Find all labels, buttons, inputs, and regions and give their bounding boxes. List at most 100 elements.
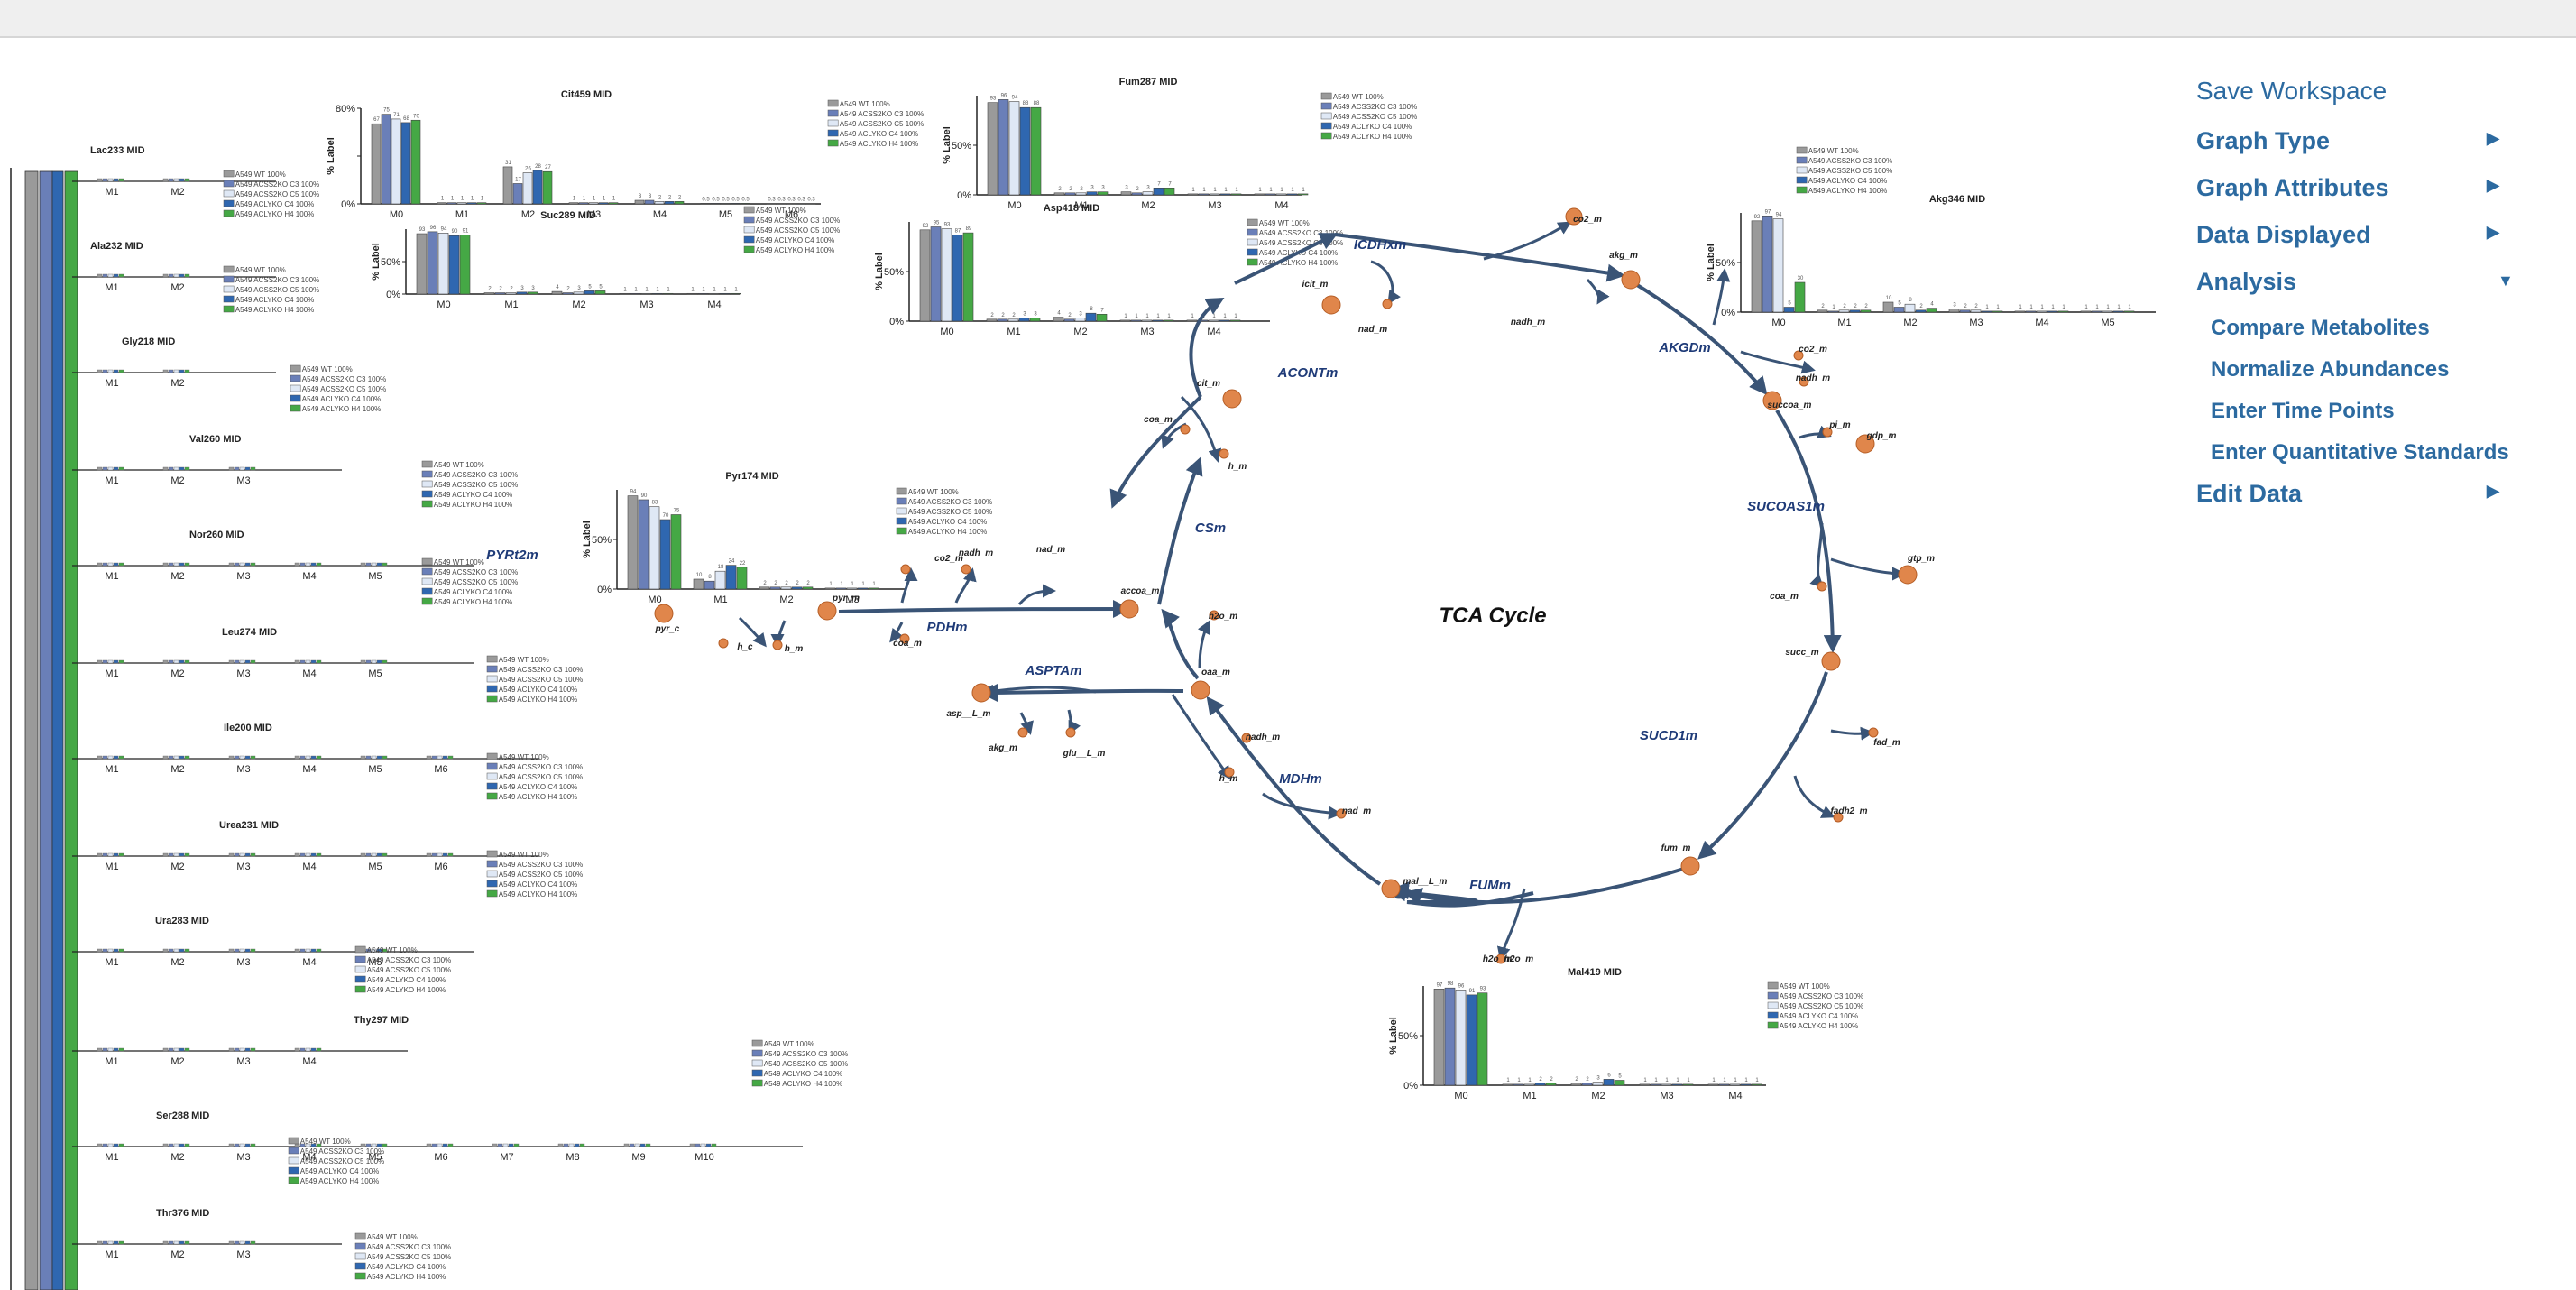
legend-swatch	[896, 497, 907, 505]
metabolite-node	[1180, 424, 1191, 435]
bar	[857, 587, 869, 590]
left-bar	[107, 1047, 114, 1052]
legend-swatch	[354, 965, 366, 973]
left-x-tick-label: M6	[434, 764, 447, 775]
bar	[584, 290, 595, 295]
graph-attributes-item[interactable]: Graph Attributes ▶	[2196, 174, 2499, 202]
bar-value-label: 1	[851, 582, 854, 587]
bar-value-label: 1	[2117, 305, 2121, 310]
bar-value-label: 1	[1191, 188, 1195, 193]
normalize-abundances-item[interactable]: Normalize Abundances	[2211, 357, 2450, 382]
bar	[446, 202, 457, 205]
bar-value-label: 27	[545, 165, 551, 170]
analysis-item[interactable]: Analysis ▼	[2196, 268, 2514, 296]
legend-swatch	[1767, 991, 1779, 1000]
left-bar	[305, 562, 311, 567]
left-bar	[294, 755, 300, 760]
left-chart-title: Thr376 MID	[156, 1208, 209, 1219]
left-bar	[563, 1143, 569, 1147]
legend-swatch	[288, 1137, 299, 1145]
left-bar	[102, 659, 108, 664]
metabolite-node	[1017, 727, 1028, 738]
y-tick-label: 0%	[341, 199, 355, 210]
bar-value-label: 5	[588, 284, 592, 290]
bar	[1794, 281, 1806, 313]
left-bar	[228, 1143, 235, 1147]
x-tick-label: M5	[719, 209, 732, 220]
edit-data-item[interactable]: Edit Data ▶	[2196, 480, 2499, 508]
bar-value-label: 1	[734, 287, 738, 292]
side-branch	[1197, 620, 1210, 668]
graph-type-label: Graph Type	[2196, 127, 2331, 154]
bar	[1198, 193, 1210, 196]
bar-value-label: 1	[2019, 305, 2022, 310]
legend-entry: A549 ACLYKO C4 100%	[908, 518, 987, 526]
bar-value-label: 1	[1213, 188, 1217, 193]
legend-swatch	[288, 1156, 299, 1165]
bar-value-label: 96	[1458, 983, 1465, 989]
left-bar	[113, 178, 119, 182]
bar	[2036, 310, 2047, 313]
save-workspace-item[interactable]: Save Workspace	[2196, 77, 2387, 105]
data-displayed-item[interactable]: Data Displayed ▶	[2196, 221, 2499, 249]
left-bar	[107, 369, 114, 373]
compare-metabolites-item[interactable]: Compare Metabolites	[2211, 316, 2430, 340]
left-bar	[382, 755, 388, 760]
context-menu: Save Workspace Graph Type ▶ Graph Attrib…	[2167, 51, 2525, 521]
bar	[578, 202, 589, 205]
bar-value-label: 1	[593, 197, 596, 202]
left-bar	[244, 659, 251, 664]
x-tick-label: M2	[1073, 327, 1087, 337]
legend-entry: A549 ACSS2KO C5 100%	[434, 481, 518, 489]
left-x-tick-label: M4	[302, 1056, 316, 1067]
legend-entry: A549 ACLYKO H4 100%	[367, 986, 446, 994]
left-x-tick-label: M1	[105, 378, 118, 389]
left-bar	[168, 1143, 174, 1147]
bar	[588, 202, 599, 205]
legend-swatch	[896, 507, 907, 515]
bar-value-label: 75	[383, 108, 390, 114]
bar	[1502, 1083, 1513, 1086]
left-x-tick-label: M2	[170, 764, 184, 775]
bar-value-label: 90	[641, 493, 648, 499]
y-tick-label: 0%	[386, 290, 400, 300]
left-bar	[316, 852, 322, 857]
reaction-label: PDHm	[926, 620, 967, 635]
legend-entry: A549 WT 100%	[756, 207, 806, 215]
left-x-tick-label: M4	[302, 764, 316, 775]
bar-value-label: 1	[1202, 188, 1206, 193]
bar	[1053, 317, 1064, 322]
legend-entry: A549 WT 100%	[434, 461, 484, 469]
enter-time-points-item[interactable]: Enter Time Points	[2211, 399, 2395, 423]
bar-value-label: 2	[806, 581, 810, 586]
bar-value-label: 94	[630, 490, 637, 495]
legend-entry: A549 ACLYKO C4 100%	[1333, 123, 1412, 131]
legend-entry: A549 ACSS2KO C3 100%	[1808, 157, 1892, 165]
bar-value-label: 8	[1909, 298, 1912, 303]
bar-value-label: 3	[1146, 186, 1150, 191]
left-bar	[107, 1143, 114, 1147]
y-tick-label: 50%	[884, 267, 904, 278]
legend-swatch	[421, 490, 433, 498]
graph-type-item[interactable]: Graph Type ▶	[2196, 127, 2499, 155]
enter-quantitative-standards-item[interactable]: Enter Quantitative Standards	[2211, 440, 2509, 465]
left-bar	[579, 1143, 585, 1147]
bar-value-label: 2	[1974, 304, 1978, 309]
left-bar	[382, 659, 388, 664]
bar	[1119, 319, 1131, 322]
metabolite-node	[654, 604, 674, 623]
y-tick-label: 0%	[1721, 308, 1735, 318]
bar	[1682, 1083, 1694, 1086]
left-bar	[113, 948, 119, 953]
left-chart-title: Urea231 MID	[219, 820, 279, 831]
left-bar	[107, 562, 114, 567]
left-bar	[118, 466, 124, 471]
